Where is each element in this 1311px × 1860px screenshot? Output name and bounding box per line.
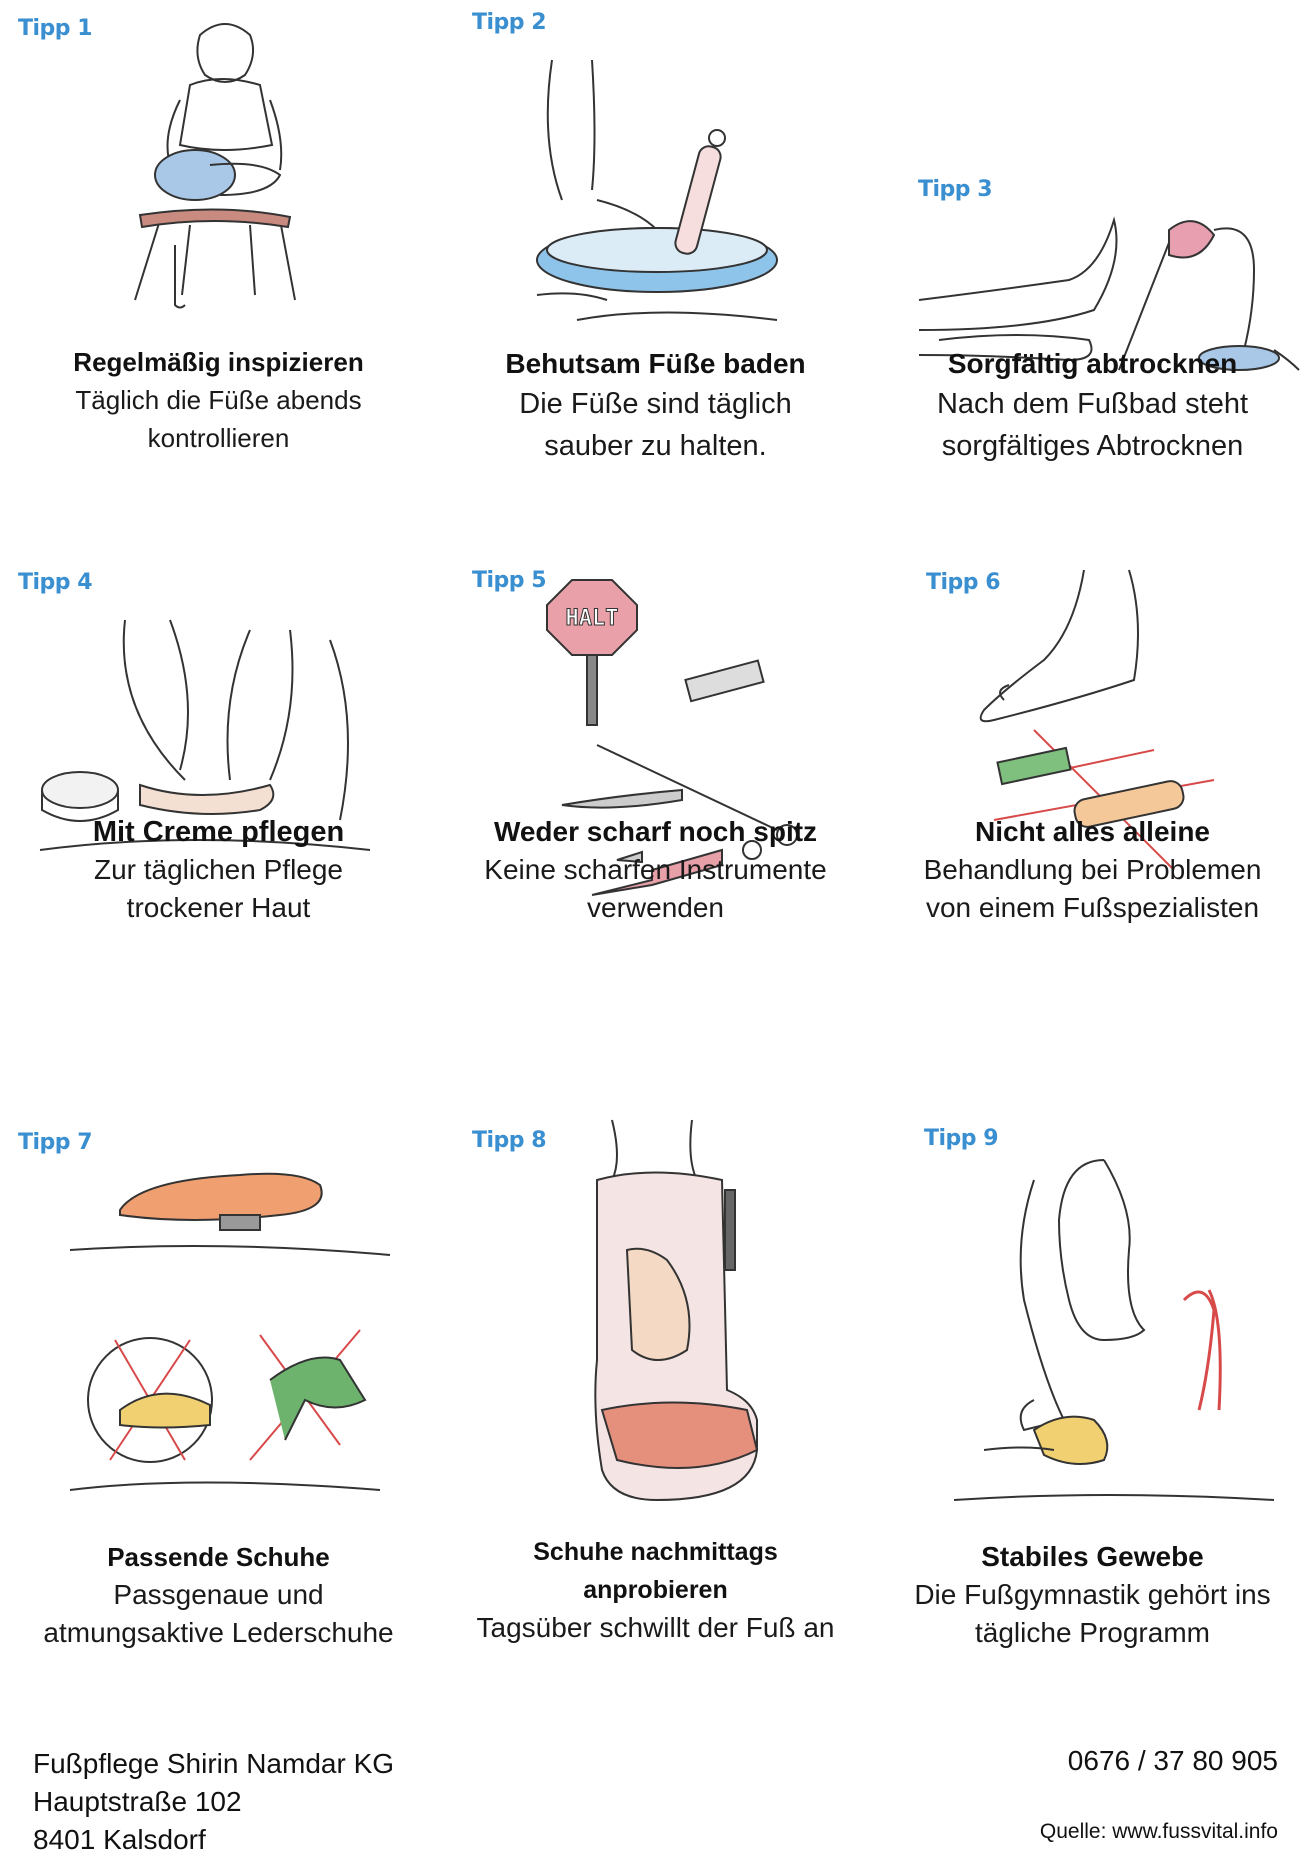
tip-3: Tipp 3 Sorgfältig abtrocknen Nach dem Fu… <box>874 0 1311 560</box>
tip-title: Schuhe nachmittags <box>533 1538 778 1566</box>
footer-city: 8401 Kalsdorf <box>33 1824 206 1855</box>
tip-title: Passende Schuhe <box>107 1542 330 1572</box>
tip-label: Tipp 3 <box>918 177 993 202</box>
halt-sign-sharp-tools-icon: HALT <box>546 579 798 896</box>
footer-company: Fußpflege Shirin Namdar KG <box>33 1748 395 1779</box>
tip-caption: Schuhe nachmittags anprobieren Tagsüber … <box>437 1533 874 1647</box>
tip-label: Tipp 5 <box>472 568 547 593</box>
tip-7: Tipp 7 Passende Schuhe Passgenaue und at… <box>0 1120 437 1680</box>
tip-8: Tipp 8 Schuhe nachmittags anprobieren Ta… <box>437 1119 874 1680</box>
tip-desc-line: atmungsaktive Lederschuhe <box>43 1617 394 1648</box>
footer-phone: 0676 / 37 80 905 <box>1067 1745 1278 1776</box>
tip-desc-line: Passgenaue und <box>113 1579 324 1610</box>
tip-desc-line: Die Füße sind täglich <box>519 388 792 420</box>
tip-label: Tipp 9 <box>924 1126 999 1151</box>
tip-caption: Mit Creme pflegen Zur täglichen Pflege t… <box>0 813 437 927</box>
tip-desc-line: Tagsüber schwillt der Fuß an <box>476 1612 835 1643</box>
tip-caption: Stabiles Gewebe Die Fußgymnastik gehört … <box>874 1538 1311 1652</box>
tip-desc-line: tägliche Programm <box>975 1617 1210 1648</box>
hands-cream-feet-icon <box>39 619 371 851</box>
tip-caption: Behutsam Füße baden Die Füße sind täglic… <box>437 345 874 467</box>
footer-address: Fußpflege Shirin Namdar KG Hauptstraße 1… <box>33 1745 394 1859</box>
tip-desc-line: Keine scharfen Instrumente <box>484 854 827 885</box>
tip-desc-line: Zur täglichen Pflege <box>93 854 344 885</box>
tip-9: Tipp 9 Stabiles Gewebe Die Fußgymnastik … <box>874 1120 1311 1680</box>
tip-desc-line: trockener Haut <box>126 892 311 923</box>
tip-desc-line: von einem Fußspezialisten <box>925 892 1260 923</box>
tip-desc-line: kontrollieren <box>147 423 290 453</box>
tip-label: Tipp 4 <box>18 570 93 595</box>
tip-label: Tipp 2 <box>472 10 547 35</box>
tip-5: Tipp 5 HALT Weder scharf noch spitz Kein… <box>437 560 874 1120</box>
footer-source[interactable]: Quelle: www.fussvital.info <box>1039 1820 1278 1843</box>
tip-title-line2: anprobieren <box>583 1576 728 1604</box>
tip-caption: Sorgfältig abtrocknen Nach dem Fußbad st… <box>874 345 1311 467</box>
tip-title: Mit Creme pflegen <box>92 816 345 848</box>
tip-title: Sorgfältig abtrocknen <box>947 348 1238 379</box>
tip-title: Regelmäßig inspizieren <box>73 347 364 377</box>
tip-caption: Passende Schuhe Passgenaue und atmungsak… <box>0 1538 437 1652</box>
tip-6: Tipp 6 Nicht alles alleine Behandlung be… <box>874 560 1311 1120</box>
foot-bath-thermometer-icon <box>536 59 778 321</box>
boot-trying-icon <box>594 1119 759 1502</box>
footer-street: Hauptstraße 102 <box>33 1786 242 1817</box>
halt-sign-text: HALT <box>566 606 619 631</box>
tip-label: Tipp 6 <box>926 570 1001 595</box>
tip-desc-line: verwenden <box>587 892 724 923</box>
tip-title: Behutsam Füße baden <box>505 348 806 379</box>
tip-desc-line: Täglich die Füße abends <box>75 385 362 415</box>
tip-desc-line: sauber zu halten. <box>544 430 767 462</box>
tip-desc-line: Nach dem Fußbad steht <box>936 388 1249 420</box>
shoes-crossed-icon <box>69 1172 391 1491</box>
tip-caption: Nicht alles alleine Behandlung bei Probl… <box>874 813 1311 927</box>
tip-label: Tipp 7 <box>18 1130 93 1155</box>
tip-title: Stabiles Gewebe <box>981 1541 1204 1572</box>
tip-desc-line: sorgfältiges Abtrocknen <box>941 430 1244 462</box>
tip-title: Nicht alles alleine <box>975 816 1210 847</box>
person-inspecting-foot-icon <box>134 23 296 309</box>
feet-drying-lamp-icon <box>918 216 1300 371</box>
tip-desc-line: Behandlung bei Problemen <box>923 854 1262 885</box>
tip-title: Weder scharf noch spitz <box>493 816 818 847</box>
tip-label: Tipp 8 <box>472 1128 547 1153</box>
tip-1: Tipp 1 Regelmäßig inspizieren Täglich di… <box>0 0 437 560</box>
tip-desc-line: Die Fußgymnastik gehört ins <box>914 1579 1271 1610</box>
tip-caption: Regelmäßig inspizieren Täglich die Füße … <box>0 343 437 457</box>
foot-crossed-ointment-icon <box>979 569 1215 871</box>
tip-caption: Weder scharf noch spitz Keine scharfen I… <box>437 813 874 927</box>
tip-label: Tipp 1 <box>18 16 93 41</box>
tip-2: Tipp 2 Behutsam Füße baden Die Füße sind… <box>437 0 874 560</box>
tip-4: Tipp 4 Mit Creme pflegen Zur täglichen P… <box>0 560 437 1120</box>
foot-gymnastics-cloth-icon <box>953 1159 1275 1501</box>
